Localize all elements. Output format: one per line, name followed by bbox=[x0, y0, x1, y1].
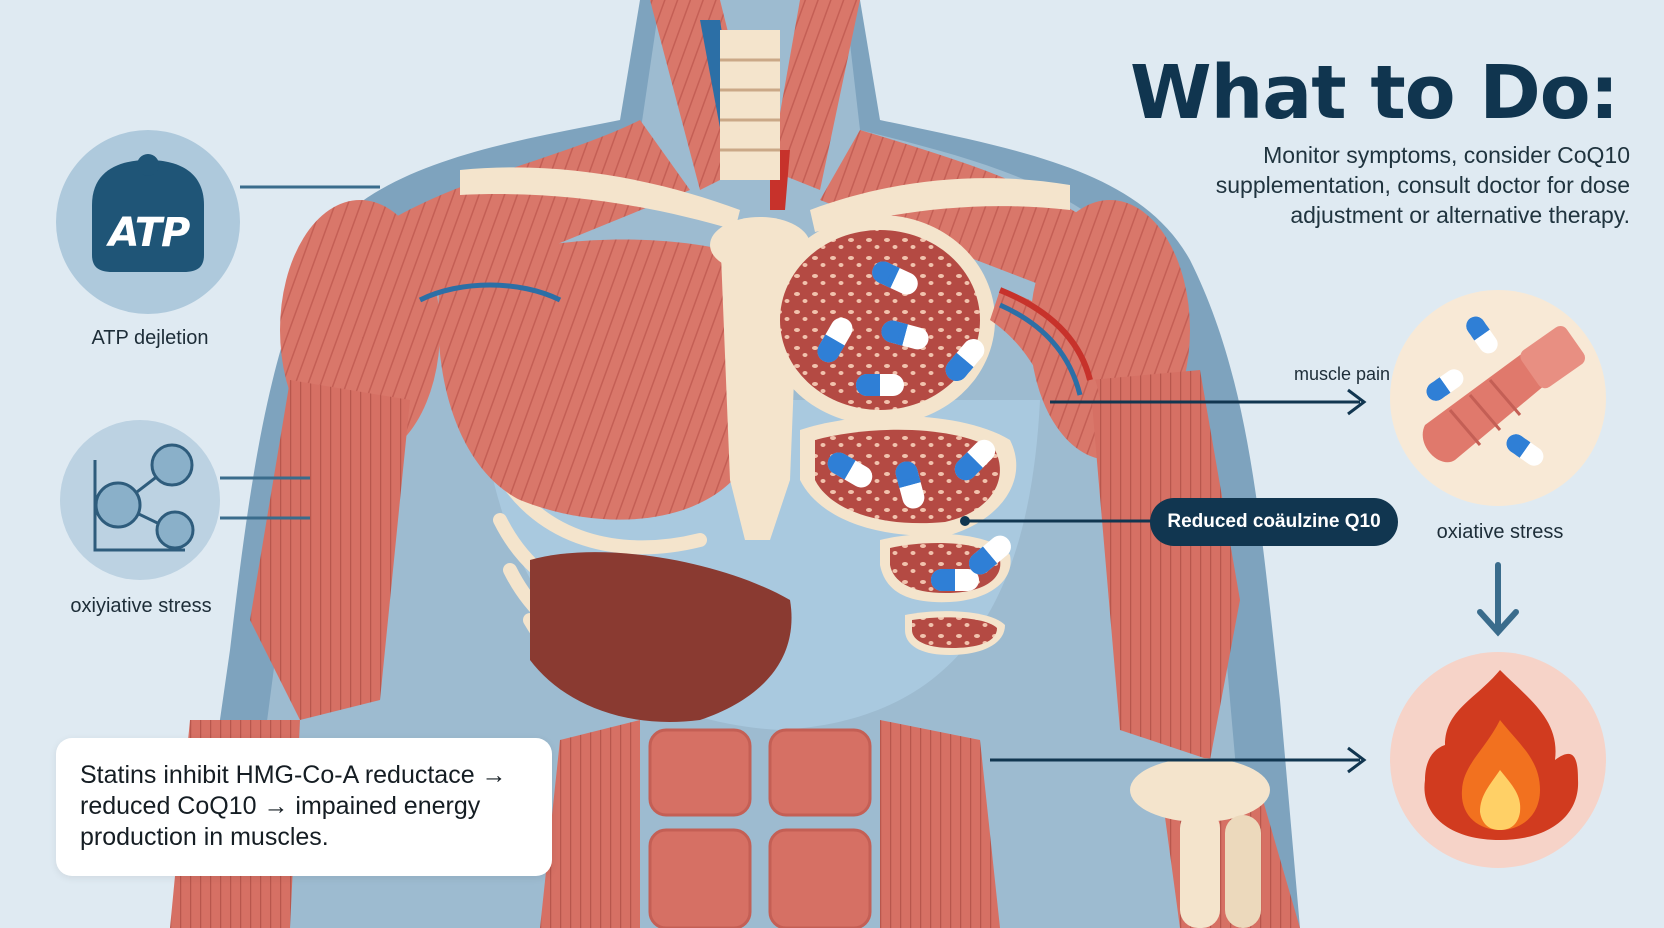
atp-icon-text: ATP bbox=[108, 210, 191, 256]
reduced-coq10-badge: Reduced coäulzine Q10 bbox=[1150, 498, 1398, 546]
what-to-do-text: Monitor symptoms, consider CoQ10 supplem… bbox=[1215, 142, 1630, 228]
muscle-pain-label: muscle pain bbox=[1293, 364, 1390, 384]
arrow-down-icon bbox=[1477, 562, 1519, 637]
mechanism-info-box: Statins inhibit HMG-Co-A reductace → red… bbox=[56, 738, 552, 876]
flame-icon bbox=[1424, 670, 1579, 840]
muscle-pills-icon bbox=[1422, 312, 1585, 470]
atp-bag-icon bbox=[92, 160, 204, 272]
oxidative-stress-left-label: oxiyiative stress bbox=[70, 595, 212, 617]
arrow-right-icon bbox=[1347, 388, 1367, 416]
network-diagram-icon bbox=[93, 443, 195, 552]
page-title: What to Do: bbox=[1130, 50, 1619, 136]
atp-depletion-label: ATP dejletion bbox=[91, 327, 209, 349]
oxidative-stress-right-label: oxiative stress bbox=[1436, 521, 1564, 543]
